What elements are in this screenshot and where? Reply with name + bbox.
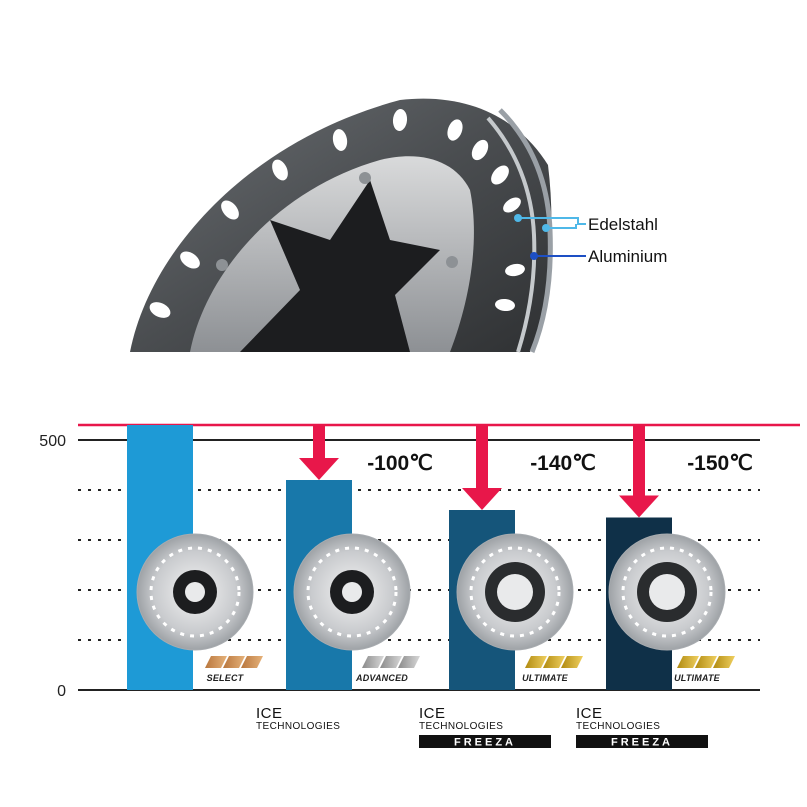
tech-logo-line1: ICE (256, 705, 283, 722)
badge-stripe (205, 656, 227, 668)
delta-arrow-head (462, 488, 502, 510)
delta-arrow-head (299, 458, 339, 480)
y-tick-label: 0 (57, 683, 66, 700)
rotor-center (649, 574, 685, 610)
badge-label: ADVANCED (355, 673, 408, 683)
badge-stripe (398, 656, 420, 668)
badge-stripe (241, 656, 263, 668)
badge-stripe (561, 656, 583, 668)
y-tick-label: 500 (39, 433, 66, 450)
rotor-center (185, 582, 205, 602)
rotor-spider (240, 180, 440, 352)
delta-label: -150℃ (687, 452, 753, 475)
badge-stripe (380, 656, 402, 668)
rotor-vent-ring (149, 546, 241, 638)
rotor-cutaway-illustration (130, 98, 553, 353)
badge-stripe (677, 656, 699, 668)
edelstahl-leader-2 (546, 224, 577, 229)
tech-logo-line2: TECHNOLOGIES (576, 721, 660, 732)
tech-logo-freeza-bg (576, 735, 708, 748)
tech-logo-line3: FREEZA (454, 737, 516, 749)
rotor-vent-holes (149, 109, 525, 318)
badge-label: ULTIMATE (522, 673, 569, 683)
badge-stripe (223, 656, 245, 668)
rotor-vent-ring (469, 546, 561, 638)
delta-arrow-head (619, 495, 659, 518)
rotor-vent-ring (621, 546, 713, 638)
badge-stripe (525, 656, 547, 668)
tech-logo-line1: ICE (419, 705, 446, 722)
edelstahl-leader (518, 217, 586, 225)
delta-label: -100℃ (367, 452, 433, 475)
rotor-vent-ring (306, 546, 398, 638)
badge-stripe (713, 656, 735, 668)
aluminium-label: Aluminium (588, 247, 667, 266)
rotor-center (342, 582, 362, 602)
tech-logo-line3: FREEZA (611, 737, 673, 749)
badge-stripe (362, 656, 384, 668)
badge-label: ULTIMATE (674, 673, 721, 683)
rotor-edge-steel (498, 108, 553, 353)
edelstahl-label: Edelstahl (588, 215, 658, 234)
tech-logo-line2: TECHNOLOGIES (419, 721, 503, 732)
delta-arrow-shaft (313, 425, 325, 460)
delta-arrow-shaft (633, 425, 645, 498)
layer-callouts: Edelstahl Aluminium (514, 214, 667, 266)
badge-stripe (695, 656, 717, 668)
tech-logo-line1: ICE (576, 705, 603, 722)
tech-logo-freeza-bg (419, 735, 551, 748)
delta-label: -140℃ (530, 452, 596, 475)
badge-stripe (543, 656, 565, 668)
rotor-center (497, 574, 533, 610)
tech-logo-line2: TECHNOLOGIES (256, 721, 340, 732)
rotor-edge-aluminium (486, 116, 537, 353)
delta-arrow-shaft (476, 425, 488, 490)
badge-label: SELECT (207, 673, 245, 683)
rotor-bolts (216, 172, 458, 271)
